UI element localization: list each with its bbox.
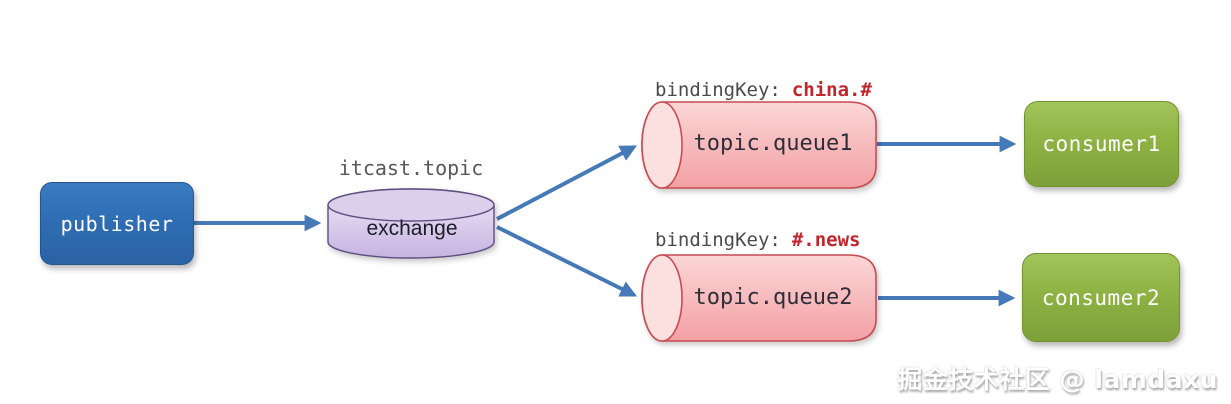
exchange-label: exchange — [366, 217, 458, 240]
publisher-label: publisher — [60, 211, 174, 236]
consumer2-label: consumer2 — [1041, 285, 1161, 310]
queue1-cylinder — [641, 101, 877, 189]
exchange-name-label: itcast.topic — [338, 156, 484, 180]
arrow-exchange-to-queue1 — [496, 145, 637, 221]
queue2-cylinder — [641, 254, 877, 342]
exchange-cylinder — [327, 188, 495, 259]
queue2-label: topic.queue2 — [693, 285, 853, 310]
publisher-node: publisher — [40, 182, 194, 265]
binding-key-1: bindingKey: china.# — [655, 79, 872, 101]
binding-key-1-label: bindingKey: — [655, 79, 781, 101]
consumer2-node: consumer2 — [1022, 253, 1180, 342]
arrow-exchange-to-queue2 — [496, 225, 638, 297]
binding-key-2-label: bindingKey: — [655, 229, 781, 251]
consumer1-label: consumer1 — [1042, 132, 1161, 156]
watermark: 掘金技术社区 @ lamdaxu — [897, 365, 1218, 394]
consumer1-node: consumer1 — [1024, 101, 1179, 187]
queue1-label: topic.queue1 — [693, 131, 853, 156]
binding-key-2: bindingKey: #.news — [655, 229, 860, 251]
binding-key-2-value: #.news — [791, 229, 861, 251]
binding-key-1-value: china.# — [791, 79, 872, 101]
